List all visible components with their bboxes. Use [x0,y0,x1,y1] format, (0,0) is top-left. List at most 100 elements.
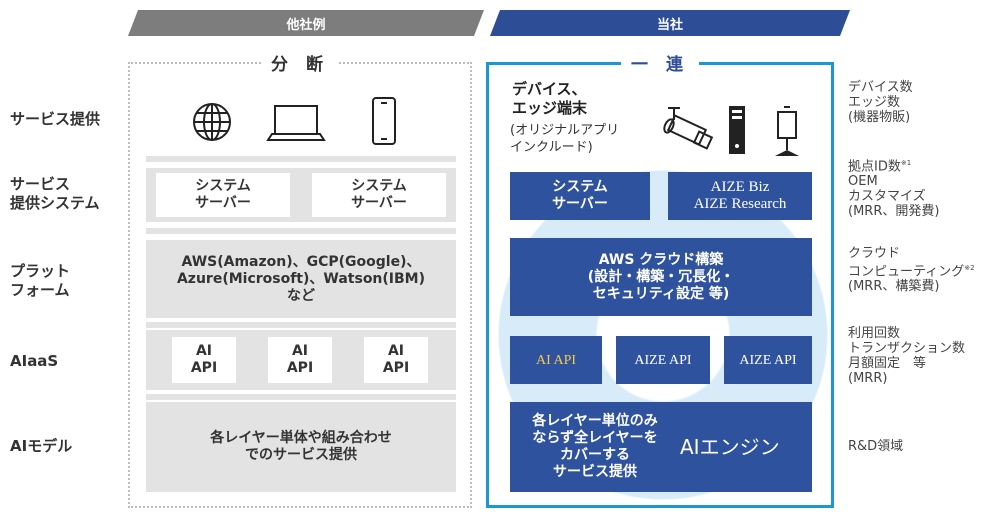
left-section-title: 分 断 [261,50,339,75]
note-devices-line2: エッジ数 [848,95,901,110]
note-rnd: R&D領域 [848,439,904,454]
right-api-3-label: AIZE API [739,352,797,368]
right-system-line1: システム [552,179,608,195]
device-title-line1: デバイス、 [512,80,587,98]
engine-description: 各レイヤー単位のみ ならず全レイヤーを カバーする サービス提供 [510,413,680,481]
device-title-line2: エッジ端末 [512,99,588,117]
server-icon [729,106,745,154]
row-label-platform-line2: フォーム [10,281,70,299]
header-ours: 当社 [490,10,850,36]
right-engine-box: 各レイヤー単位のみ ならず全レイヤーを カバーする サービス提供 AIエンジン [510,402,812,492]
note-usage-line4: (MRR) [848,371,888,386]
device-title: デバイス、 エッジ端末 [512,80,587,118]
right-cloud-line3: セキュリティ設定 等) [592,285,730,302]
globe-icon [193,103,231,141]
note-cloud-line1: クラウド [848,246,901,261]
note-devices-line3: (機器物販) [848,110,911,125]
device-subtitle: (オリジナルアプリ インクルード) [510,122,619,156]
right-api-box-1: AI API [510,336,602,384]
left-title-wrap: 分 断 [128,50,472,75]
camera-icon [663,107,714,150]
note-locations-line3: カスタマイズ [848,189,926,205]
right-system-line2: サーバー [552,196,608,212]
note-locations-text: 拠点ID数 [848,159,901,175]
right-aize-line2: AIZE Research [693,196,787,212]
row-label-service: サービス提供 [10,110,101,128]
divider-band-1 [146,156,456,162]
row-label-aimodel: AIモデル [10,437,73,455]
right-api-1-label: AI API [535,352,577,368]
note-devices-line1: デバイス数 [848,80,913,95]
left-api-box-2: AI API [268,337,332,383]
left-model-line2: でのサービス提供 [245,447,357,463]
note-devices: デバイス数 エッジ数 (機器物販) [848,80,913,125]
left-api-2-line2: API [286,360,314,376]
note-usage-line1: 利用回数 [848,326,901,341]
footnote-mark-1: ※1 [900,159,912,167]
left-system-1-line1: システム [195,178,251,194]
note-locations-line2: OEM [848,174,878,190]
note-cloud-line2: コンピューティング※2 [848,261,975,279]
engine-line2: ならず全レイヤーを [532,430,658,446]
divider-band-3 [146,322,456,328]
left-system-1-line2: サーバー [195,195,251,211]
left-system-box-2: システム サーバー [312,173,446,217]
row-label-platform-line1: プラット [10,262,71,280]
device-subtitle-line2: インクルード) [510,140,593,155]
row-label-aiaas: AIaaS [10,352,59,370]
left-api-1-line2: API [190,360,218,376]
right-title-wrap: 一 連 [486,50,834,75]
note-locations-line1: 拠点ID数※1 [848,156,939,174]
note-usage-line3: 月額固定 等 [848,356,927,371]
left-system-box-1: システム サーバー [156,173,290,217]
note-locations-line4: (MRR、開発費) [848,204,940,220]
row-label-system: サービス 提供システム [10,175,100,213]
right-cloud-line1: AWS クラウド構築 [598,251,724,268]
right-system-box: システム サーバー [510,172,650,220]
note-usage-line2: トランザクション数 [848,341,966,356]
right-aize-box: AIZE Biz AIZE Research [668,172,812,220]
laptop-icon [266,105,326,141]
left-api-box-1: AI API [172,337,236,383]
left-api-3-line1: AI [387,343,405,359]
note-locations: 拠点ID数※1 OEM カスタマイズ (MRR、開発費) [848,156,939,219]
left-api-1-line1: AI [195,343,213,359]
row-label-platform: プラット フォーム [10,262,70,300]
left-system-2-line1: システム [351,178,407,194]
right-api-box-3: AIZE API [724,336,812,384]
kiosk-icon [775,106,799,156]
engine-line4: サービス提供 [553,464,637,480]
right-cloud-box: AWS クラウド構築 (設計・構築・冗長化・ セキュリティ設定 等) [510,238,812,316]
left-platform-line3: など [287,287,315,304]
right-api-2-label: AIZE API [634,352,692,368]
engine-name: AIエンジン [680,434,780,459]
smartphone-icon [372,97,396,145]
left-platform-line2: Azure(Microsoft)、Watson(IBM) [176,270,426,287]
note-usage: 利用回数 トランザクション数 月額固定 等 (MRR) [848,326,965,386]
left-system-2-line2: サーバー [351,195,407,211]
note-cloud-line3: (MRR、構築費) [848,279,940,295]
left-api-3-line2: API [382,360,410,376]
engine-line1: 各レイヤー単位のみ [532,413,658,429]
left-platform-box: AWS(Amazon)、GCP(Google)、 Azure(Microsoft… [146,240,456,318]
device-subtitle-line1: (オリジナルアプリ [510,123,620,138]
left-model-line1: 各レイヤー単体や組み合わせ [210,430,392,446]
header-others-label: 他社例 [286,17,326,33]
right-aize-line1: AIZE Biz [710,179,770,195]
left-api-box-3: AI API [364,337,428,383]
right-cloud-line2: (設計・構築・冗長化・ [587,268,735,285]
note-cloud-text: コンピューティング [848,264,965,280]
row-label-system-line1: サービス [10,175,71,193]
divider-band-4 [146,394,456,400]
left-api-2-line1: AI [291,343,309,359]
row-label-system-line2: 提供システム [10,194,100,212]
left-platform-line1: AWS(Amazon)、GCP(Google)、 [181,253,421,270]
right-api-box-2: AIZE API [616,336,710,384]
footnote-mark-2: ※2 [964,264,975,272]
divider-band-2 [146,228,456,234]
left-model-box: 各レイヤー単体や組み合わせ でのサービス提供 [146,402,456,492]
header-ours-label: 当社 [656,17,683,33]
right-section-title: 一 連 [621,50,699,75]
header-others: 他社例 [128,10,484,36]
note-cloud: クラウド コンピューティング※2 (MRR、構築費) [848,246,975,294]
